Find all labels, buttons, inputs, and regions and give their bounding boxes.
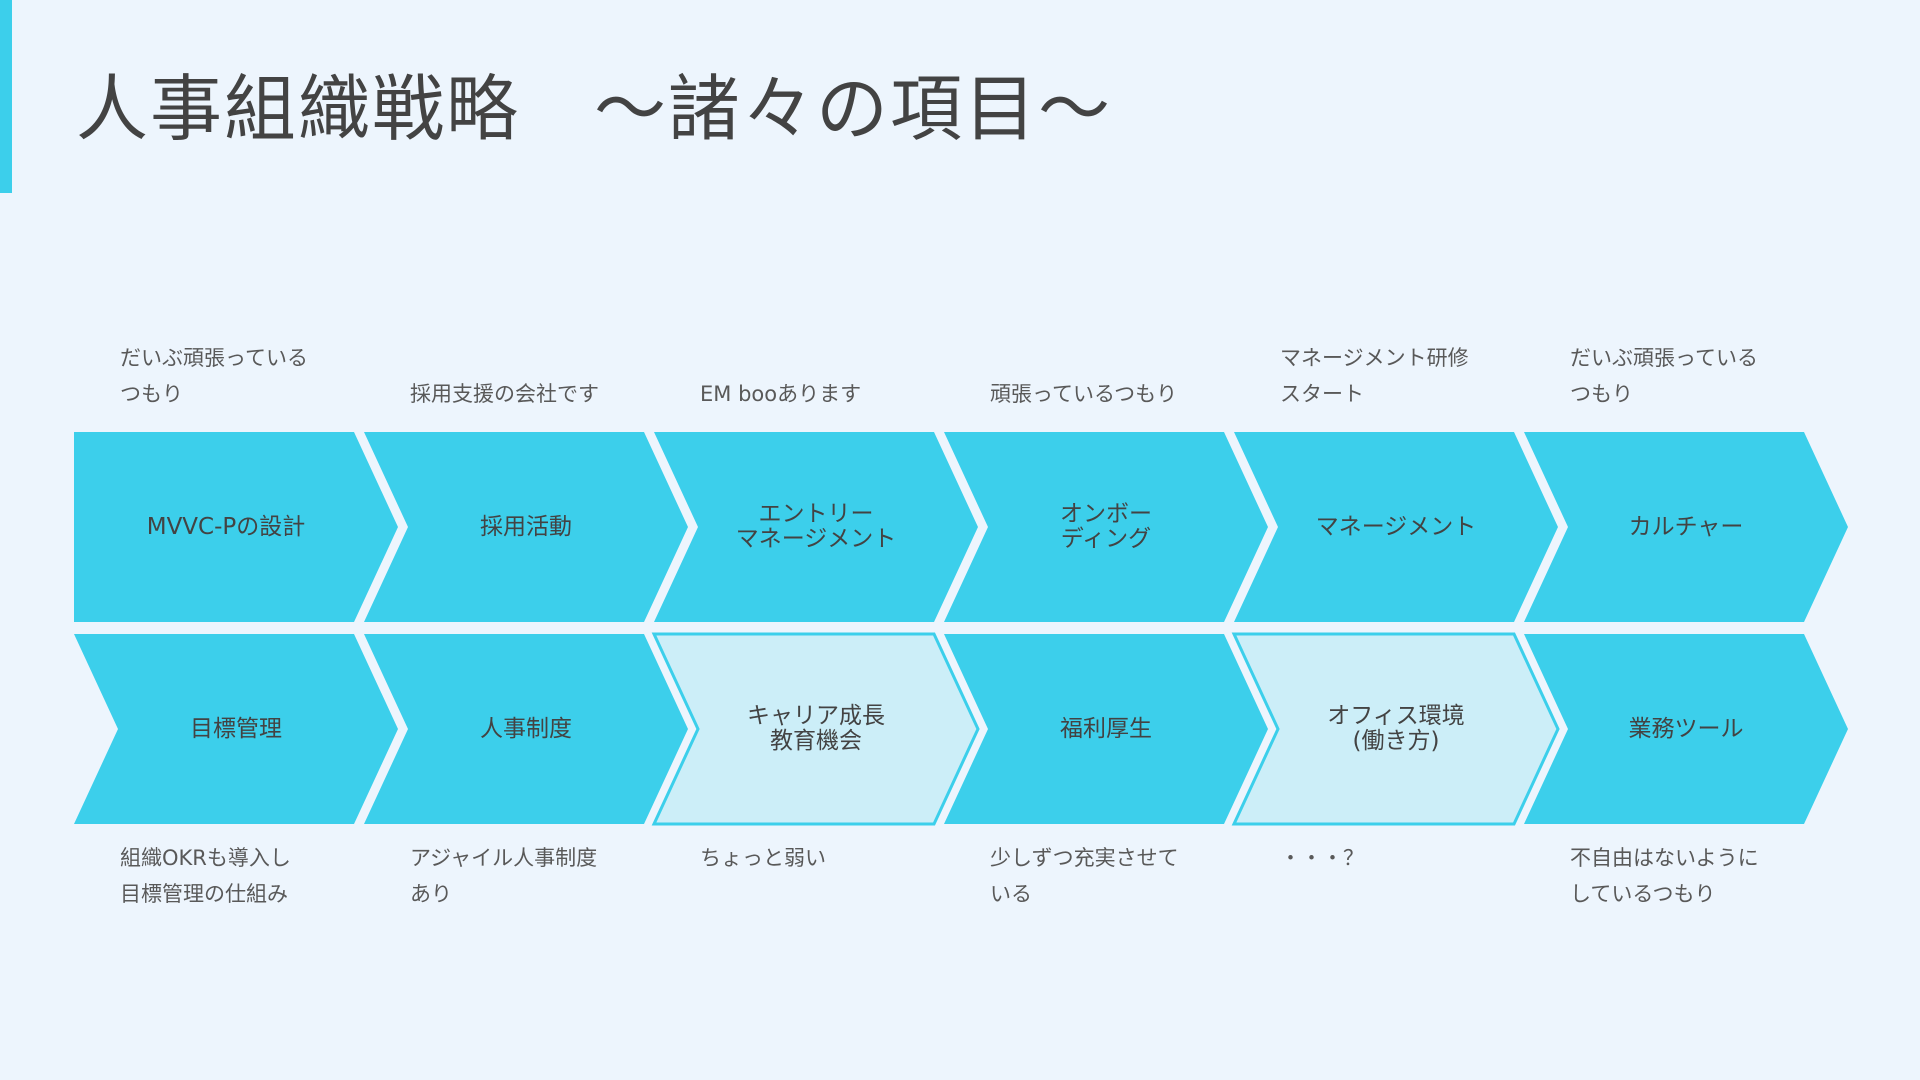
bottom-note: ちょっと弱い — [700, 846, 826, 870]
bottom-note: 少しずつ充実させて いる — [990, 846, 1179, 906]
top-chevron — [654, 432, 978, 622]
top-chevron — [364, 432, 688, 622]
top-note: だいぶ頑張っている つもり — [120, 346, 308, 406]
bottom-chevron — [651, 632, 980, 826]
bottom-chevron-label: 福利厚生 — [1060, 715, 1152, 742]
bottom-chevron — [1524, 634, 1848, 824]
bottom-note: アジャイル人事制度 あり — [410, 846, 598, 906]
top-chevron-label: カルチャー — [1628, 513, 1744, 540]
top-chevron-label: マネージメント — [1315, 513, 1477, 540]
top-chevron-label: エントリー マネージメント — [735, 501, 897, 552]
bottom-chevron — [944, 634, 1268, 824]
top-chevron — [1234, 432, 1558, 622]
bottom-note: 組織OKRも導入し 目標管理の仕組み — [120, 846, 291, 906]
top-chevron-label: オンボー ディング — [1060, 501, 1152, 552]
top-chevron-label: MVVC-Pの設計 — [146, 513, 306, 540]
bottom-note: ・・・？ — [1280, 846, 1364, 870]
bottom-chevron-label: キャリア成長 教育機会 — [747, 703, 885, 754]
bottom-chevron — [364, 634, 688, 824]
bottom-chevron — [74, 634, 398, 824]
bottom-note: 不自由はないように しているつもり — [1570, 846, 1759, 906]
top-chevron — [944, 432, 1268, 622]
top-note: だいぶ頑張っている つもり — [1570, 346, 1758, 406]
top-note: マネージメント研修 スタート — [1280, 346, 1469, 406]
top-chevron-label: 採用活動 — [480, 513, 572, 540]
bottom-chevron-label: 業務ツール — [1628, 715, 1744, 742]
bottom-chevron-label: 目標管理 — [190, 715, 282, 742]
top-chevron — [74, 432, 398, 622]
page-title: 人事組織戦略 ～諸々の項目～ — [76, 67, 1113, 151]
bottom-chevron-label: 人事制度 — [480, 715, 572, 742]
top-note: EM booあります — [700, 382, 862, 406]
top-note: 頑張っているつもり — [990, 382, 1178, 406]
accent-bar — [0, 0, 12, 193]
bottom-chevron — [1231, 632, 1560, 826]
top-note: 採用支援の会社です — [410, 382, 599, 406]
bottom-chevron-label: オフィス環境 (働き方) — [1327, 703, 1465, 754]
top-chevron — [1524, 432, 1848, 622]
